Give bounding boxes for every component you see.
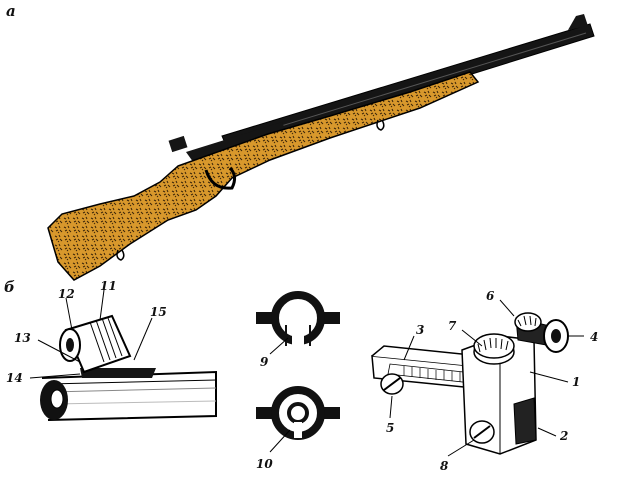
callout-9: 9	[260, 355, 269, 369]
callout-14: 14	[6, 371, 23, 385]
receiver-tube	[41, 370, 217, 421]
leader-lines-b	[29, 289, 153, 379]
sling-swivel-front	[376, 119, 385, 131]
rear-sight-mount	[168, 135, 188, 153]
receiver-closeup	[40, 314, 217, 421]
mount-block	[513, 397, 537, 445]
eyepiece	[514, 312, 569, 353]
callout-6: 6	[486, 289, 495, 303]
diopter-drum	[59, 314, 132, 374]
callout-2: 2	[559, 429, 568, 443]
front-sight	[568, 14, 588, 30]
knob-6	[514, 312, 542, 332]
sight-base-rail	[80, 368, 156, 378]
callout-3: 3	[416, 323, 424, 337]
callout-13: 13	[14, 331, 31, 345]
screw-8	[469, 420, 495, 444]
leader-lines-sight	[389, 299, 584, 457]
rear-sight-assembly	[371, 312, 569, 455]
leader-lines-apertures	[269, 337, 291, 453]
callout-15: 15	[150, 305, 167, 319]
adjust-knob-7	[473, 333, 515, 365]
callout-1: 1	[572, 375, 580, 389]
panel-a-label: а	[6, 2, 16, 20]
callout-8: 8	[440, 459, 449, 473]
panel-b-label: б	[4, 278, 15, 296]
aperture-10	[256, 386, 340, 440]
rifle	[47, 14, 595, 281]
callout-11: 11	[100, 279, 117, 293]
callout-7: 7	[448, 319, 457, 333]
callout-4: 4	[590, 330, 598, 344]
trigger-guard	[204, 166, 237, 190]
callout-10: 10	[256, 457, 273, 471]
callout-5: 5	[386, 421, 394, 435]
screw-5	[380, 373, 404, 395]
callout-labels: 1 2 3 4 5 6 7 8 9 10 11 12 13 14 15	[6, 279, 598, 473]
sling-swivel-rear	[116, 249, 125, 261]
rifle-stock	[47, 71, 480, 281]
callout-12: 12	[58, 287, 75, 301]
aperture-9	[256, 291, 340, 346]
